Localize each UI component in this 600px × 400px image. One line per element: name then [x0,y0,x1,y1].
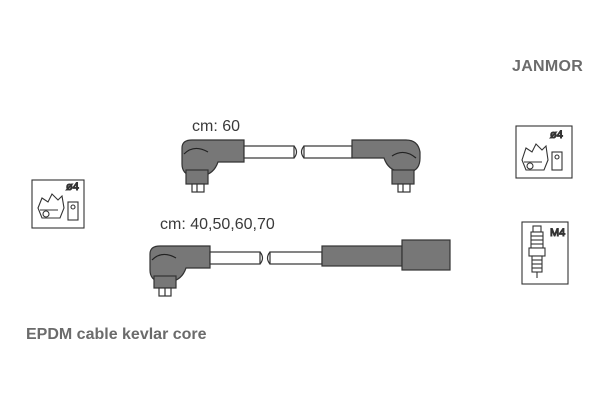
cable-1-left-boot [181,139,245,193]
cable-spec-caption: EPDM cable kevlar core [26,326,207,343]
connector-right-top-tag: ø4 [550,129,563,141]
cable-2 [149,239,451,297]
brand-logo: JANMOR [512,58,584,75]
cable-2-wire [209,251,323,265]
cable-1-length-label: cm: 60 [192,118,241,135]
connector-right-bottom: M4 [521,221,569,285]
connector-right-top: ø4 [515,125,573,179]
connector-left-tag: ø4 [66,181,79,193]
cable-2-straight-boot [321,239,451,271]
cable-1-right-boot [351,139,421,193]
cable-2-length-label: cm: 40,50,60,70 [160,216,275,233]
cable-2-left-boot [149,245,211,297]
connector-right-bottom-tag: M4 [550,227,565,239]
cable-1 [181,139,421,193]
connector-left-distributor: ø4 [31,179,85,229]
cable-1-wire [243,145,353,159]
